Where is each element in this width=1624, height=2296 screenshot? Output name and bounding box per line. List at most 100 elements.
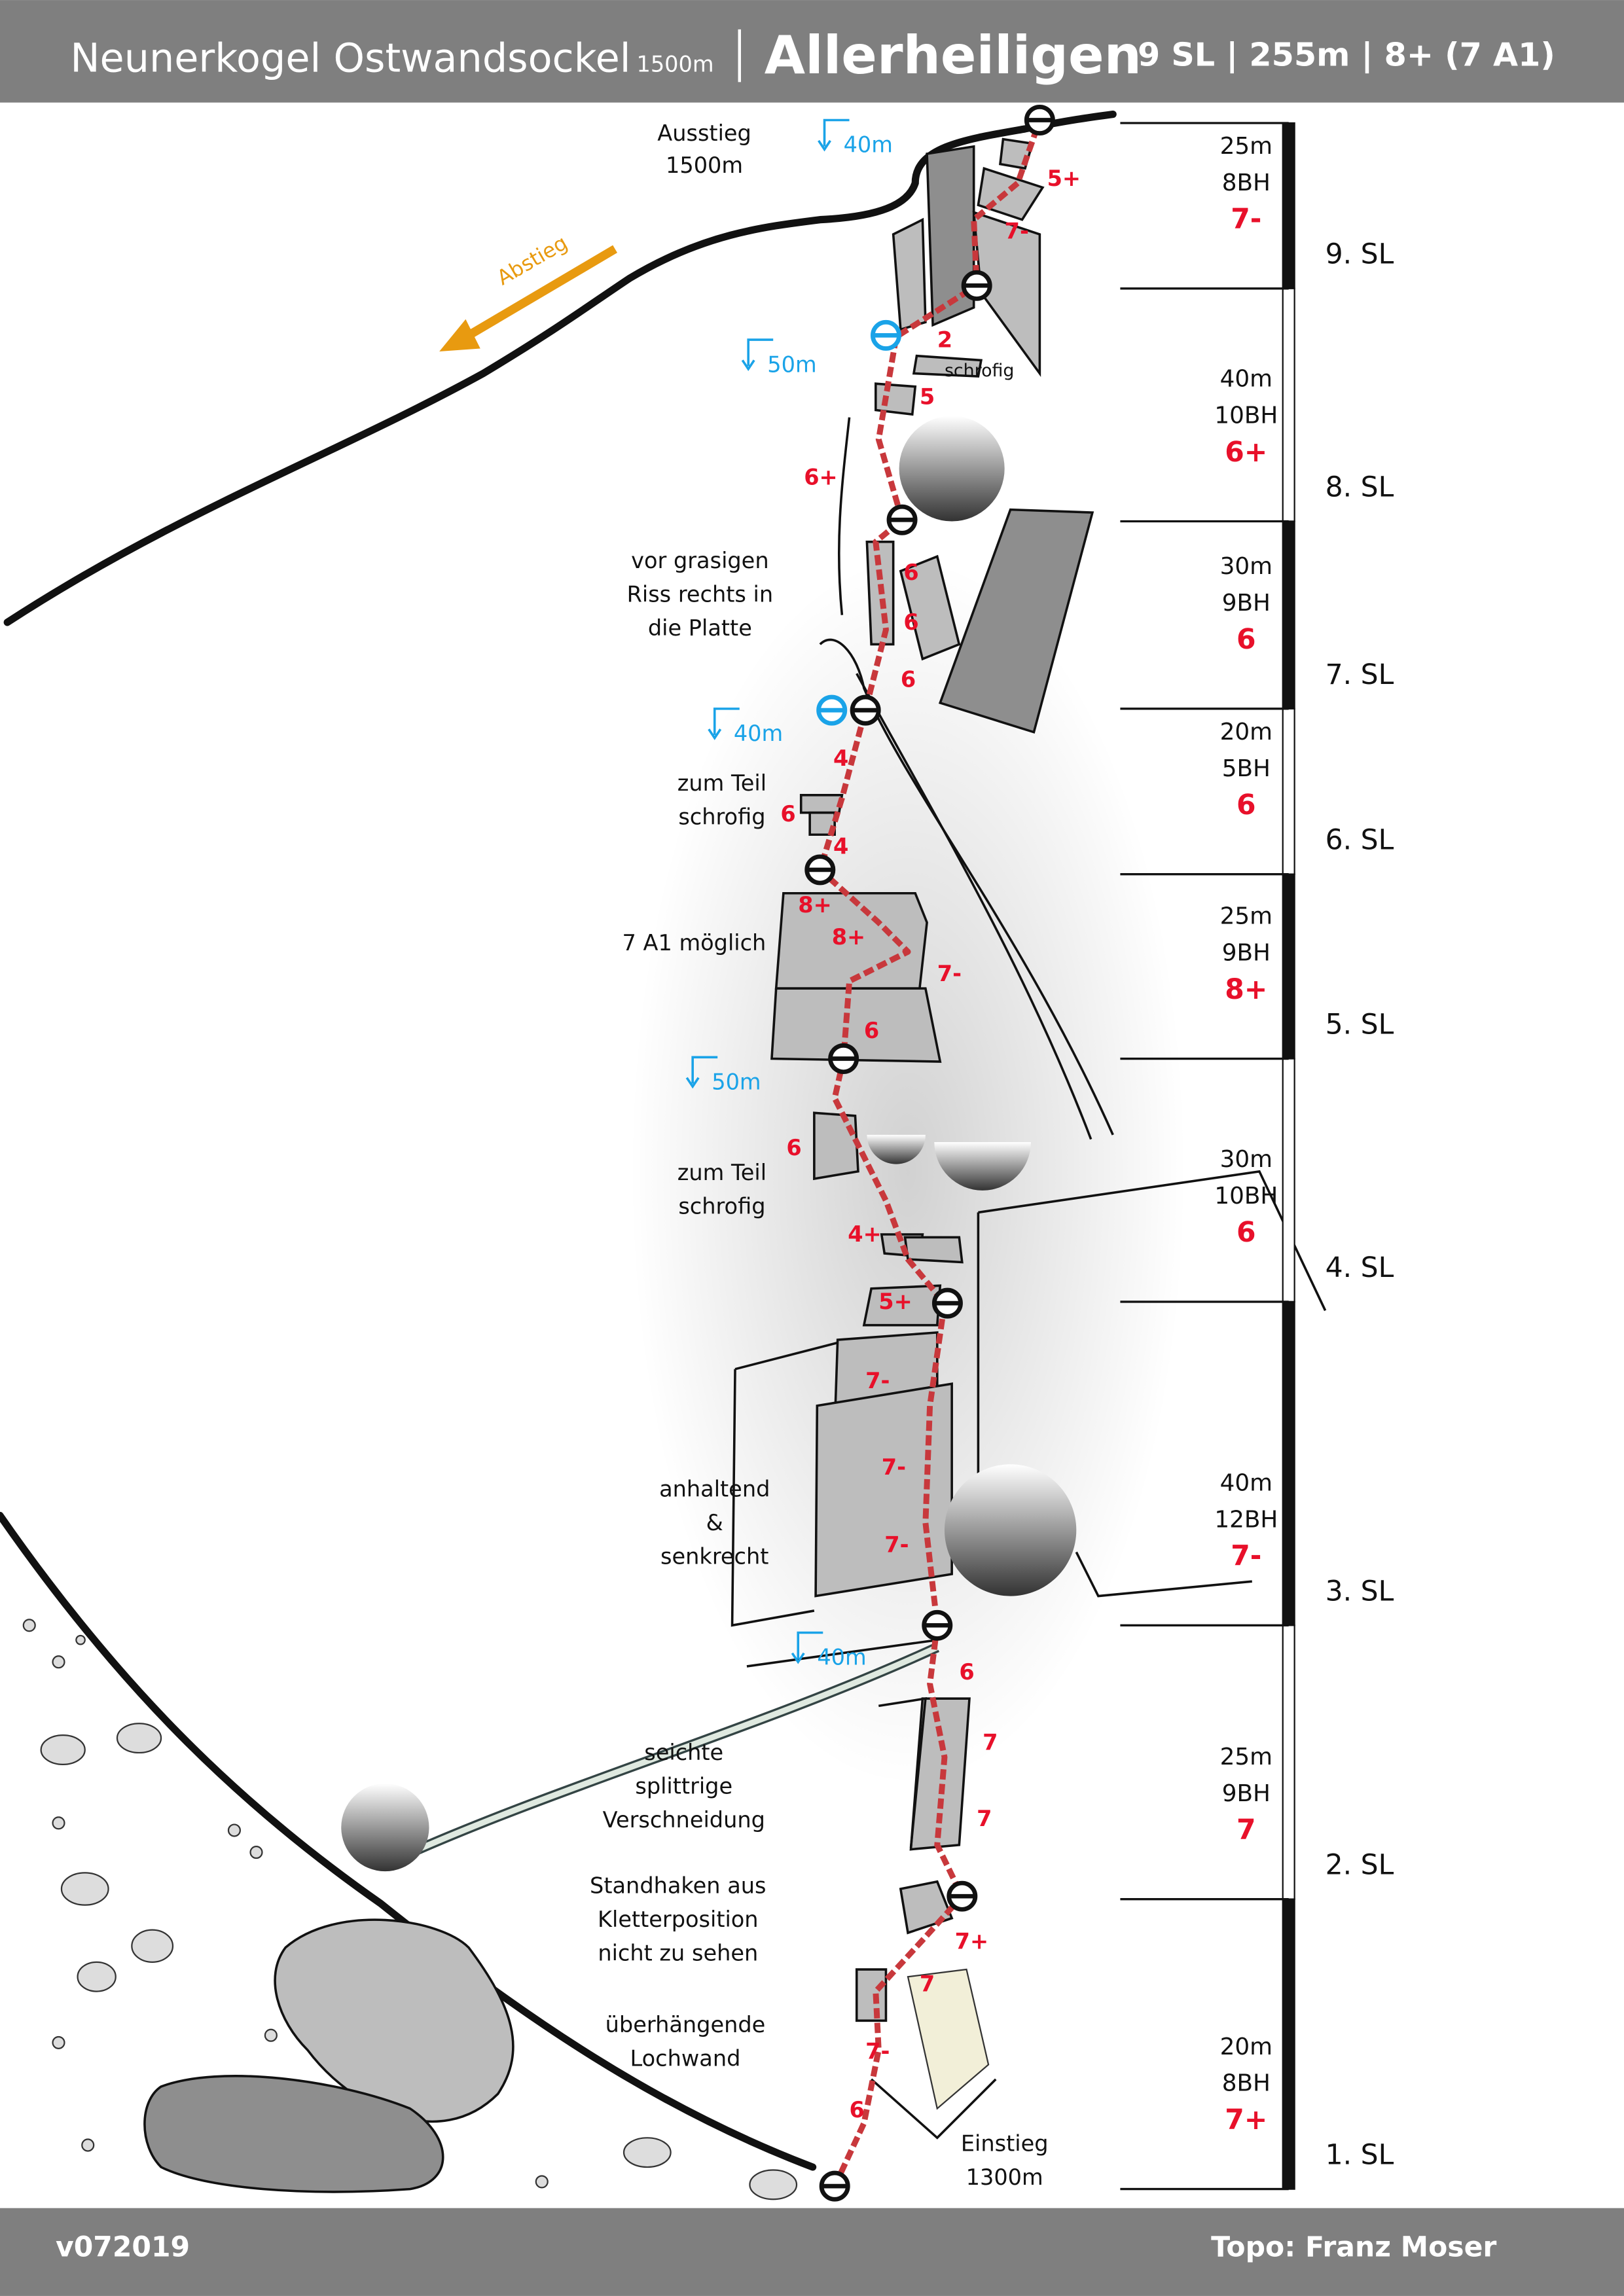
pitch-grade-label: 7 bbox=[983, 1729, 998, 1755]
pitch-grade-label: 6 bbox=[901, 666, 916, 692]
bulge bbox=[867, 1134, 926, 1164]
crag-altitude: 1500m bbox=[636, 52, 713, 77]
pitch-bar-segment bbox=[1282, 873, 1295, 1060]
pitch-grade-label: 4 bbox=[833, 745, 848, 771]
pitch-grade-label: 7 bbox=[920, 1971, 935, 1997]
pitch-length: 40m bbox=[1220, 1469, 1272, 1496]
pitch-name: 2. SL bbox=[1326, 1850, 1394, 1882]
header-bar bbox=[0, 0, 1624, 103]
pitch-grade-label: 6 bbox=[780, 801, 795, 827]
pitch-grade-label: 7+ bbox=[955, 1929, 988, 1954]
rock-slabs bbox=[770, 137, 1094, 2110]
pitch-grade: 6 bbox=[1236, 1217, 1256, 1249]
pitch-length: 20m bbox=[1220, 719, 1272, 745]
pitch-grade-label: 5 bbox=[920, 384, 935, 410]
pitch-grade-label: 6 bbox=[786, 1135, 801, 1160]
pitch-length: 40m bbox=[1220, 366, 1272, 393]
pitch-bolts: 9BH bbox=[1222, 940, 1271, 967]
pitch-name: 8. SL bbox=[1326, 471, 1394, 503]
rappel-length: 40m bbox=[844, 132, 893, 158]
pitch-bar-segment bbox=[1282, 122, 1295, 289]
pitch-grade-label: 5+ bbox=[878, 1289, 912, 1314]
pitch-bolts: 9BH bbox=[1222, 1780, 1271, 1807]
pitch-table: 25m 8BH 7- 9. SL 40m 10BH 6+ 8. SL 30m 9BH 6 7. SL 2… bbox=[1120, 122, 1394, 2191]
pitch-grade-label: 6 bbox=[903, 560, 918, 585]
pitch-length: 25m bbox=[1220, 133, 1272, 160]
pitch-name: 3. SL bbox=[1326, 1575, 1394, 1607]
rappel-arrow-icon bbox=[685, 1056, 718, 1089]
pitch-grade-label: 2 bbox=[937, 327, 952, 352]
rappel-arrow-icon bbox=[708, 708, 740, 740]
pitch-grade-label: 6 bbox=[903, 609, 918, 635]
rappel-length: 40m bbox=[817, 1645, 866, 1670]
pitch-name: 4. SL bbox=[1326, 1252, 1394, 1284]
pitch-grade-label: 7- bbox=[865, 2039, 890, 2064]
pitch-grade-label: 6 bbox=[864, 1018, 879, 1043]
pitch-length: 30m bbox=[1220, 553, 1272, 580]
pitch-name: 9. SL bbox=[1326, 239, 1394, 271]
pitch-grade: 7+ bbox=[1225, 2104, 1267, 2136]
rappel-length: 40m bbox=[734, 721, 783, 746]
route-note: 7 A1 möglich bbox=[623, 930, 767, 956]
rappel-arrow-icon bbox=[818, 118, 850, 152]
rappel-length: 50m bbox=[712, 1069, 761, 1095]
rappel-arrow-icon bbox=[791, 1631, 823, 1664]
ridge-line bbox=[3, 110, 1117, 626]
pitch-bar-segment bbox=[1282, 1300, 1295, 1626]
pitch-grade-label: 7- bbox=[937, 961, 962, 986]
pitch-grade-label: 4+ bbox=[848, 1221, 881, 1247]
pitch-grade-label: 5+ bbox=[1047, 166, 1081, 191]
pitch-bolts: 9BH bbox=[1222, 590, 1271, 617]
slope-line bbox=[0, 1511, 817, 2171]
pitch-length: 30m bbox=[1220, 1146, 1272, 1173]
pitch-name: 1. SL bbox=[1326, 2140, 1394, 2172]
pitch-grade-label: 7- bbox=[882, 1454, 906, 1480]
pitch-bar-segment bbox=[1282, 520, 1295, 709]
pitch-grade: 6 bbox=[1236, 624, 1256, 656]
pitch-bolts: 10BH bbox=[1214, 1183, 1278, 1210]
schrofig-label: schrofig bbox=[945, 361, 1015, 381]
pitch-bar-segment bbox=[1282, 1058, 1295, 1303]
route-note: anhaltend&senkrecht bbox=[659, 1476, 770, 1569]
wall-outlines bbox=[731, 417, 1327, 2140]
footer-bar bbox=[0, 2208, 1624, 2296]
route-name: Allerheiligen bbox=[765, 24, 1142, 86]
bulge bbox=[934, 1142, 1031, 1191]
pitch-name: 6. SL bbox=[1326, 825, 1394, 857]
pitch-grade: 7- bbox=[1231, 204, 1261, 236]
pitch-name: 7. SL bbox=[1326, 659, 1394, 691]
boulder bbox=[944, 1464, 1077, 1596]
pitch-bolts: 10BH bbox=[1214, 403, 1278, 429]
pitch-grade-label: 7- bbox=[884, 1532, 909, 1557]
pitch-length: 25m bbox=[1220, 1744, 1272, 1770]
pitch-grade: 7- bbox=[1231, 1541, 1261, 1573]
pitch-grade-label: 6+ bbox=[804, 465, 837, 490]
pitch-grade: 7 bbox=[1236, 1814, 1256, 1846]
pitch-bar-segment bbox=[1282, 1898, 1295, 2190]
pitch-grade: 6+ bbox=[1225, 437, 1267, 469]
pitch-bar-segment bbox=[1282, 708, 1295, 875]
pitch-bolts: 5BH bbox=[1222, 755, 1271, 782]
version: v072019 bbox=[56, 2232, 190, 2264]
pitch-grade: 6 bbox=[1236, 789, 1256, 821]
scree-boulder bbox=[143, 2075, 444, 2193]
pitch-grade-label: 7- bbox=[1005, 219, 1029, 244]
pitch-grade-label: 7 bbox=[977, 1806, 992, 1831]
scree-boulder bbox=[274, 1918, 514, 2123]
pitch-name: 5. SL bbox=[1326, 1009, 1394, 1041]
belays bbox=[804, 105, 1055, 2202]
pitch-grade-label: 7- bbox=[865, 1368, 890, 1393]
pitch-grade-label: 8+ bbox=[832, 924, 865, 950]
pitch-bolts: 8BH bbox=[1222, 2070, 1271, 2097]
pitch-grade-label: 6 bbox=[959, 1659, 974, 1685]
pitch-bar-segment bbox=[1282, 1624, 1295, 1900]
